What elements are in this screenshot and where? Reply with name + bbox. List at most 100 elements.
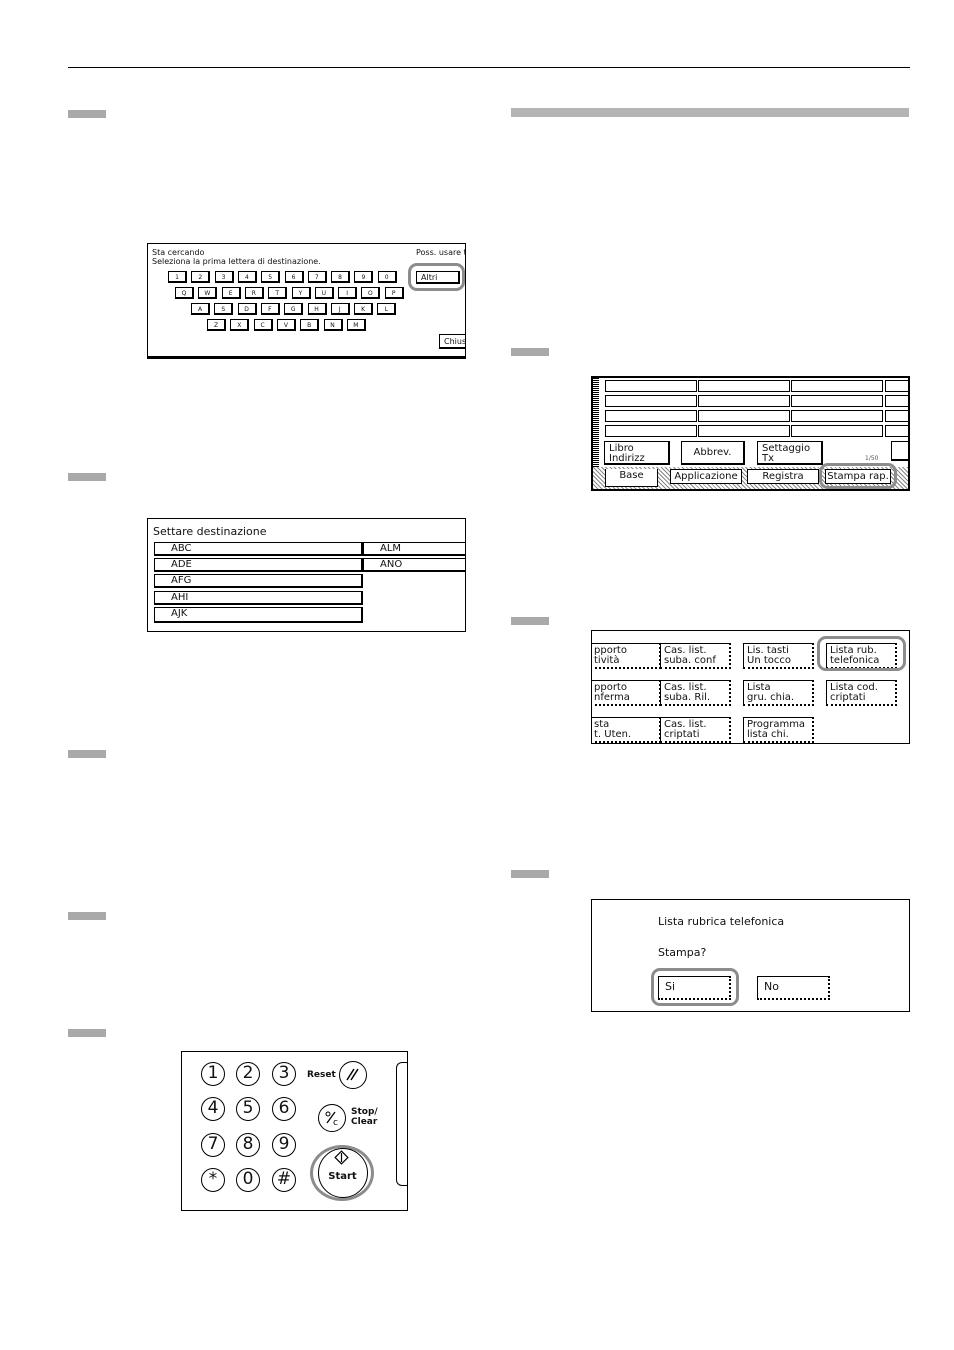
key-asterisk[interactable]: * — [201, 1168, 225, 1192]
key-c[interactable]: C — [253, 319, 273, 331]
key-1[interactable]: 1 — [201, 1062, 225, 1086]
tab-stampa-rap[interactable]: Stampa rap. — [825, 469, 891, 484]
key-e[interactable]: E — [221, 287, 241, 299]
destination-item[interactable]: AJK — [154, 607, 363, 623]
next-button[interactable] — [891, 441, 908, 461]
one-touch-key[interactable] — [605, 425, 697, 437]
destination-item[interactable]: AFG — [154, 574, 363, 588]
key-r[interactable]: R — [244, 287, 264, 299]
one-touch-key[interactable] — [698, 395, 790, 407]
one-touch-key[interactable] — [791, 425, 883, 437]
key-6[interactable]: 6 — [272, 1097, 296, 1121]
key-m[interactable]: M — [346, 319, 366, 331]
key-8[interactable]: 8 — [236, 1133, 260, 1157]
destination-item[interactable]: AHI — [154, 591, 363, 605]
step-marker — [511, 617, 549, 625]
key-8[interactable]: 8 — [331, 271, 351, 283]
close-button[interactable]: Chius — [439, 334, 465, 349]
stop-clear-button[interactable]: c — [318, 1104, 346, 1132]
one-touch-key[interactable] — [698, 410, 790, 422]
key-k[interactable]: K — [354, 303, 374, 315]
yes-button[interactable]: Si — [658, 976, 731, 1000]
key-6[interactable]: 6 — [284, 271, 304, 283]
key-0[interactable]: 0 — [377, 271, 397, 283]
one-touch-key[interactable] — [605, 410, 697, 422]
key-z[interactable]: Z — [207, 319, 226, 331]
key-v[interactable]: V — [276, 319, 296, 331]
key-2[interactable]: 2 — [191, 271, 211, 283]
one-touch-key[interactable] — [885, 395, 908, 407]
key-u[interactable]: U — [314, 287, 334, 299]
report-button[interactable]: Cas. list.criptati — [660, 717, 731, 743]
key-i[interactable]: I — [338, 287, 358, 299]
start-button[interactable]: Start — [318, 1148, 368, 1198]
key-y[interactable]: Y — [291, 287, 311, 299]
no-button[interactable]: No — [757, 976, 830, 1000]
key-o[interactable]: O — [361, 287, 381, 299]
key-d[interactable]: D — [237, 303, 257, 315]
key-j[interactable]: J — [330, 303, 350, 315]
one-touch-key[interactable] — [885, 380, 908, 392]
one-touch-key[interactable] — [605, 395, 697, 407]
key-7[interactable]: 7 — [307, 271, 327, 283]
start-label: Start — [328, 1171, 357, 1182]
key-q[interactable]: Q — [175, 287, 194, 299]
abbrev-button[interactable]: Abbrev. — [681, 441, 745, 465]
key-5[interactable]: 5 — [261, 271, 281, 283]
key-2[interactable]: 2 — [236, 1062, 260, 1086]
key-9[interactable]: 9 — [354, 271, 374, 283]
key-b[interactable]: B — [300, 319, 320, 331]
key-9[interactable]: 9 — [272, 1133, 296, 1157]
tab-applicazione[interactable]: Applicazione — [670, 469, 742, 484]
tab-base[interactable]: Base — [605, 469, 658, 487]
key-hash[interactable]: # — [272, 1168, 296, 1192]
reset-button[interactable] — [339, 1061, 367, 1089]
key-s[interactable]: S — [214, 303, 234, 315]
destination-item[interactable]: ABC — [154, 542, 363, 556]
report-button[interactable]: Cas. list.suba. conf — [660, 643, 731, 669]
key-4[interactable]: 4 — [201, 1097, 225, 1121]
key-t[interactable]: T — [268, 287, 288, 299]
one-touch-key[interactable] — [698, 425, 790, 437]
key-3[interactable]: 3 — [272, 1062, 296, 1086]
one-touch-key[interactable] — [791, 410, 883, 422]
altri-button[interactable]: Altri — [416, 271, 460, 284]
key-4[interactable]: 4 — [237, 271, 257, 283]
key-5[interactable]: 5 — [236, 1097, 260, 1121]
report-button[interactable]: Cas. list.suba. Ril. — [660, 680, 731, 706]
key-h[interactable]: H — [307, 303, 327, 315]
report-button[interactable]: Lista cod.criptati — [826, 680, 897, 706]
key-n[interactable]: N — [323, 319, 343, 331]
key-3[interactable]: 3 — [214, 271, 234, 283]
destination-panel: Settare destinazione ABC ADE AFG AHI AJK… — [147, 518, 466, 632]
key-x[interactable]: X — [230, 319, 250, 331]
destination-item[interactable]: ANO — [363, 558, 465, 572]
key-1[interactable]: 1 — [168, 271, 187, 283]
one-touch-key[interactable] — [791, 380, 883, 392]
key-l[interactable]: L — [377, 303, 397, 315]
one-touch-key[interactable] — [698, 380, 790, 392]
one-touch-key[interactable] — [605, 380, 697, 392]
key-w[interactable]: W — [198, 287, 218, 299]
destination-item[interactable]: ADE — [154, 558, 363, 572]
key-a[interactable]: A — [191, 303, 210, 315]
key-p[interactable]: P — [384, 287, 404, 299]
tab-registra[interactable]: Registra — [747, 469, 819, 484]
key-7[interactable]: 7 — [201, 1133, 225, 1157]
report-button[interactable]: Lista rub.telefonica — [826, 643, 897, 669]
key-g[interactable]: G — [284, 303, 304, 315]
key-f[interactable]: F — [260, 303, 280, 315]
key-0[interactable]: 0 — [236, 1168, 260, 1192]
destination-item[interactable]: ALM — [363, 542, 465, 556]
one-touch-key[interactable] — [791, 395, 883, 407]
one-touch-key[interactable] — [885, 425, 908, 437]
one-touch-key[interactable] — [885, 410, 908, 422]
